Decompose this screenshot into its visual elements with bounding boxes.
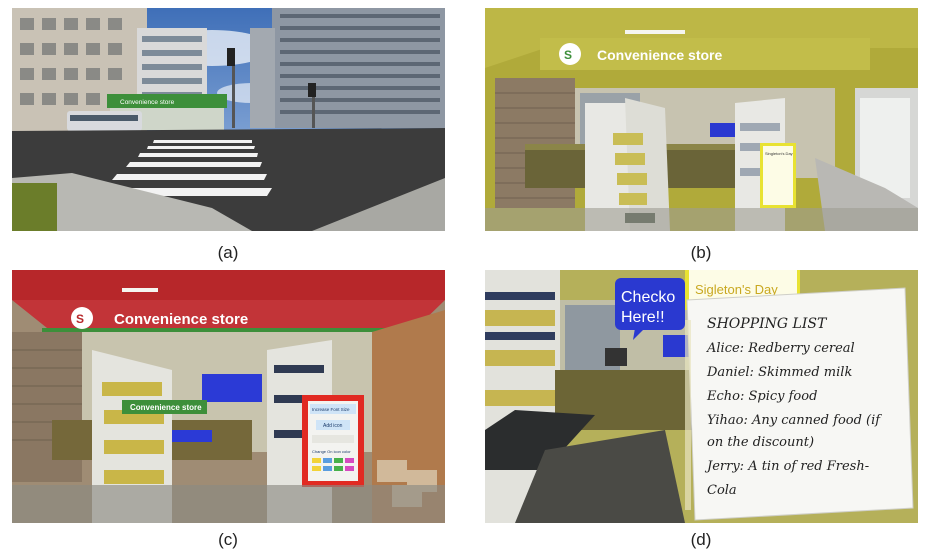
caption-c: (c) <box>218 530 238 549</box>
caption-d: (d) <box>690 530 712 549</box>
panel-c-increase-font-button[interactable]: Increase Font Size <box>312 407 350 412</box>
panel-c-inner-sign: Convenience store <box>130 403 202 412</box>
panel-d-list-item-5: Jerry: A tin of red Fresh- <box>704 459 869 474</box>
svg-text:S: S <box>76 312 84 326</box>
svg-text:S: S <box>564 48 572 62</box>
panel-d-checkout-line1: Checko <box>621 289 675 306</box>
panel-d-list-item-2: Echo: Spicy food <box>706 389 817 404</box>
caption-b: (b) <box>690 243 712 262</box>
panel-c-store-sign: Convenience store <box>114 311 248 328</box>
panel-d-shopping-list: Checko Here!! Sigleton's Day SHOPPING LI… <box>485 270 918 523</box>
panel-b-poster-text: Singleton's Day <box>765 151 793 156</box>
panel-d-list-item-0: Alice: Redberry cereal <box>706 341 855 356</box>
panel-b-store-entrance: S Convenience store Singleton's Da <box>485 8 918 231</box>
panel-d-list-title: SHOPPING LIST <box>707 316 828 332</box>
panel-d-checkout-line2: Here!! <box>621 309 665 326</box>
panel-a-store-sign: Convenience store <box>120 99 175 106</box>
panel-c-add-icon-button[interactable]: Add icon <box>323 423 343 429</box>
panel-d-poster-title: Sigleton's Day <box>695 282 778 297</box>
panel-c-change-color-label: Change On icon color <box>312 449 351 454</box>
caption-a: (a) <box>217 243 239 262</box>
panel-d-list-item-3: Yihao: Any canned food (if <box>707 413 882 428</box>
panel-d-list-item-1: Daniel: Skimmed milk <box>706 365 852 380</box>
panel-a-street-scene: Convenience store <box>12 8 445 231</box>
panel-d-list-item-4: on the discount) <box>707 435 814 450</box>
panel-d-list-item-6: Cola <box>707 483 737 498</box>
panel-c-store-menu: S Convenience store Convenience store <box>12 270 445 523</box>
panel-b-store-sign: Convenience store <box>597 47 722 63</box>
